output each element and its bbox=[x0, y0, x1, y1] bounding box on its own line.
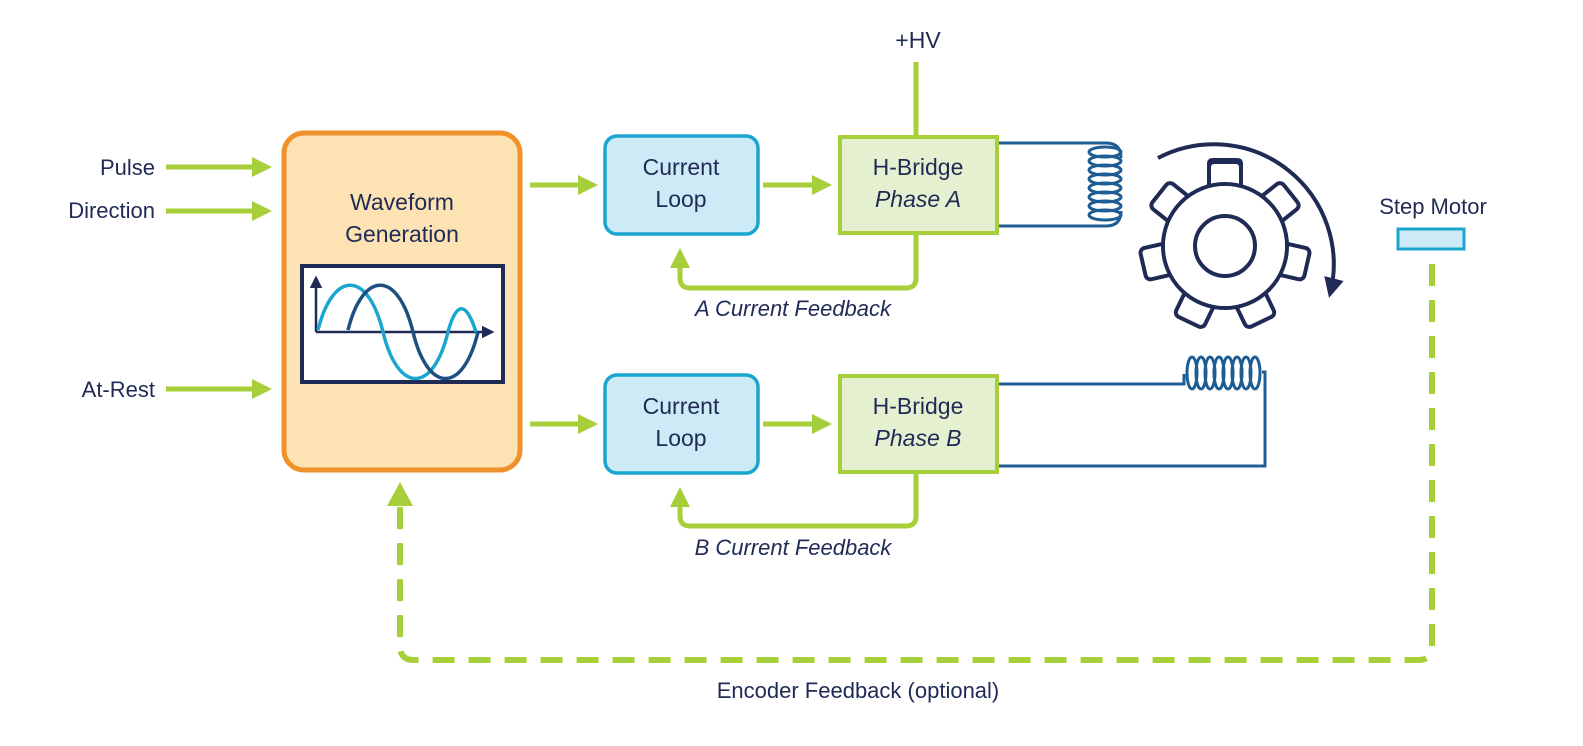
current-loop-b-line2: Loop bbox=[655, 425, 706, 451]
current-loop-a-line2: Loop bbox=[655, 186, 706, 212]
waveform-title-line1: Waveform bbox=[350, 189, 454, 215]
current-loop-a-line1: Current bbox=[643, 154, 720, 180]
feedback-a-path bbox=[670, 235, 919, 291]
hbridge-b-phase: Phase B bbox=[875, 425, 962, 451]
sine-wave-icon bbox=[300, 264, 505, 384]
rotation-arrow-icon bbox=[1157, 142, 1344, 298]
hbridge-a-phase: Phase A bbox=[875, 186, 961, 212]
at-rest-label: At-Rest bbox=[82, 377, 155, 402]
waveform-generation-block: Waveform Generation bbox=[281, 130, 523, 473]
encoder-feedback-path bbox=[397, 264, 1435, 663]
encoder-feedback-arrowhead bbox=[387, 482, 413, 506]
drive-arrows bbox=[530, 175, 832, 434]
encoder-block bbox=[1396, 227, 1466, 251]
hbridge-b-title: H-Bridge bbox=[873, 393, 964, 419]
current-loop-b-block: Current Loop bbox=[603, 373, 760, 475]
current-feedback-paths bbox=[670, 235, 919, 529]
current-loop-a-block: Current Loop bbox=[603, 134, 760, 236]
coil-icon bbox=[1185, 355, 1262, 391]
input-arrows bbox=[166, 157, 272, 399]
feedback-b-label: B Current Feedback bbox=[695, 535, 893, 560]
hbridge-a-block: H-Bridge Phase A bbox=[838, 135, 999, 235]
phase-a-winding bbox=[999, 141, 1123, 228]
pulse-label: Pulse bbox=[100, 155, 155, 180]
phase-b-winding bbox=[999, 355, 1267, 468]
supply-label: +HV bbox=[895, 27, 941, 53]
encoder-feedback-label: Encoder Feedback (optional) bbox=[717, 678, 1000, 703]
hbridge-b-block: H-Bridge Phase B bbox=[838, 374, 999, 474]
step-motor-label: Step Motor bbox=[1379, 194, 1487, 219]
current-loop-b-line1: Current bbox=[643, 393, 720, 419]
feedback-b-path bbox=[670, 474, 919, 529]
coil-icon bbox=[1087, 145, 1123, 222]
hbridge-a-title: H-Bridge bbox=[873, 154, 964, 180]
gear-icon bbox=[1138, 158, 1312, 329]
direction-label: Direction bbox=[68, 198, 155, 223]
waveform-title-line2: Generation bbox=[345, 221, 459, 247]
feedback-a-label: A Current Feedback bbox=[693, 296, 892, 321]
